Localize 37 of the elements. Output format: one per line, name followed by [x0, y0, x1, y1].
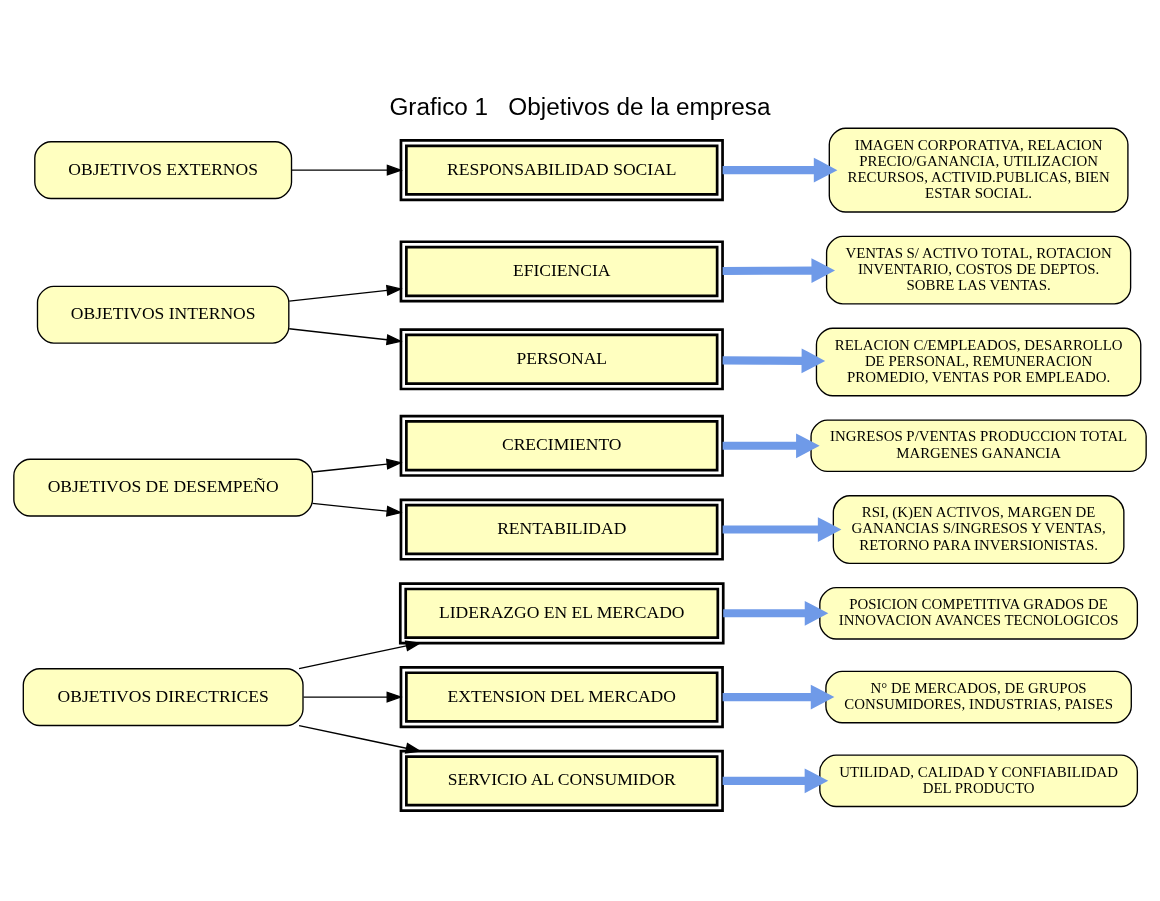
node-box: RSI, (K)EN ACTIVOS, MARGEN DE GANANCIAS S/INGRESOS Y VENTAS, RETORNO PARA INVERSIONISTAS. — [832, 495, 1125, 564]
node-box: EFICIENCIA — [399, 240, 724, 303]
node-box: OBJETIVOS EXTERNOS — [34, 141, 293, 200]
arrow — [722, 684, 835, 710]
node-box: IMAGEN CORPORATIVA, RELACION PRECIO/GANANCIA, UTILIZACION RECURSOS, ACTIVID.PUBLICAS, BIEN ESTAR SOCIAL. — [828, 127, 1129, 213]
node-box: OBJETIVOS INTERNOS — [36, 285, 290, 344]
arrow — [722, 258, 836, 284]
arrow — [288, 284, 403, 302]
node-box: OBJETIVOS DIRECTRICES — [22, 668, 304, 727]
arrow — [288, 328, 403, 346]
node-box: SERVICIO AL CONSUMIDOR — [399, 749, 724, 812]
node-box: RESPONSABILIDAD SOCIAL — [399, 139, 724, 202]
arrow — [311, 502, 403, 517]
node-box: N° DE MERCADOS, DE GRUPOS CONSUMIDORES, INDUSTRIAS, PAISES — [825, 670, 1132, 724]
arrow — [722, 157, 838, 183]
node-box: RELACION C/EMPLEADOS, DESARROLLO DE PERSONAL, REMUNERACION PROMEDIO, VENTAS POR EMPLEADO. — [815, 327, 1142, 397]
arrow — [311, 458, 403, 473]
node-box: POSICION COMPETITIVA GRADOS DE INNOVACION AVANCES TECNOLOGICOS — [819, 586, 1139, 640]
arrow — [298, 724, 422, 754]
arrow — [298, 640, 422, 670]
node-box: OBJETIVOS DE DESEMPEÑO — [13, 458, 314, 517]
arrow — [723, 600, 829, 626]
node-box: CRECIMIENTO — [399, 414, 724, 477]
arrow — [722, 348, 826, 374]
node-box: EXTENSION DEL MERCADO — [399, 666, 724, 729]
arrow — [291, 164, 403, 176]
node-box: PERSONAL — [399, 328, 724, 391]
node-box: RENTABILIDAD — [399, 498, 724, 561]
arrow — [302, 691, 403, 703]
diagram-title: Grafico 1 Objetivos de la empresa — [389, 93, 771, 121]
node-box: LIDERAZGO EN EL MERCADO — [398, 582, 725, 645]
arrow — [722, 517, 842, 542]
node-box: UTILIDAD, CALIDAD Y CONFIABILIDAD DEL PRODUCTO — [819, 754, 1139, 808]
node-box: VENTAS S/ ACTIVO TOTAL, ROTACION INVENTARIO, COSTOS DE DEPTOS. SOBRE LAS VENTAS. — [825, 235, 1132, 305]
arrow — [722, 768, 829, 794]
node-box: INGRESOS P/VENTAS PRODUCCION TOTAL MARGENES GANANCIA — [810, 419, 1147, 473]
arrow — [722, 433, 820, 459]
